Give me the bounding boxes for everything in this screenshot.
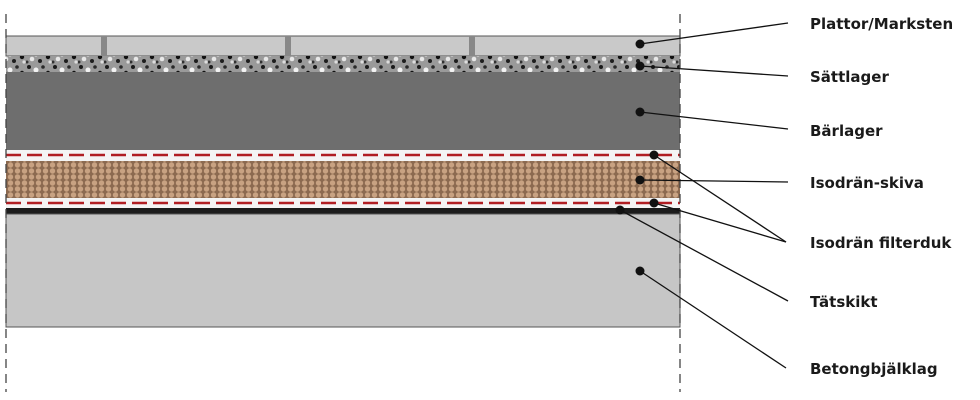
label-isodran-filterduk: Isodrän filterduk: [810, 234, 952, 252]
base-layer: [6, 72, 680, 150]
label-isodran-skiva: Isodrän-skiva: [810, 174, 924, 192]
leader-lines: [619, 22, 789, 369]
isodran-board-layer: [6, 161, 680, 198]
label-tatskikt: Tätskikt: [810, 293, 878, 311]
label-barlager: Bärlager: [810, 122, 883, 140]
leader-dots: [615, 39, 659, 276]
tile-joints: [101, 36, 475, 56]
bedding-layer: [6, 56, 680, 72]
concrete-layer: [5, 213, 681, 328]
tiles-layer: [5, 35, 681, 57]
label-sattlager: Sättlager: [810, 68, 889, 86]
label-plattor-marksten: Plattor/Marksten: [810, 15, 953, 33]
membrane-layer: [6, 208, 680, 214]
label-betongbjalklag: Betongbjälklag: [810, 360, 938, 378]
